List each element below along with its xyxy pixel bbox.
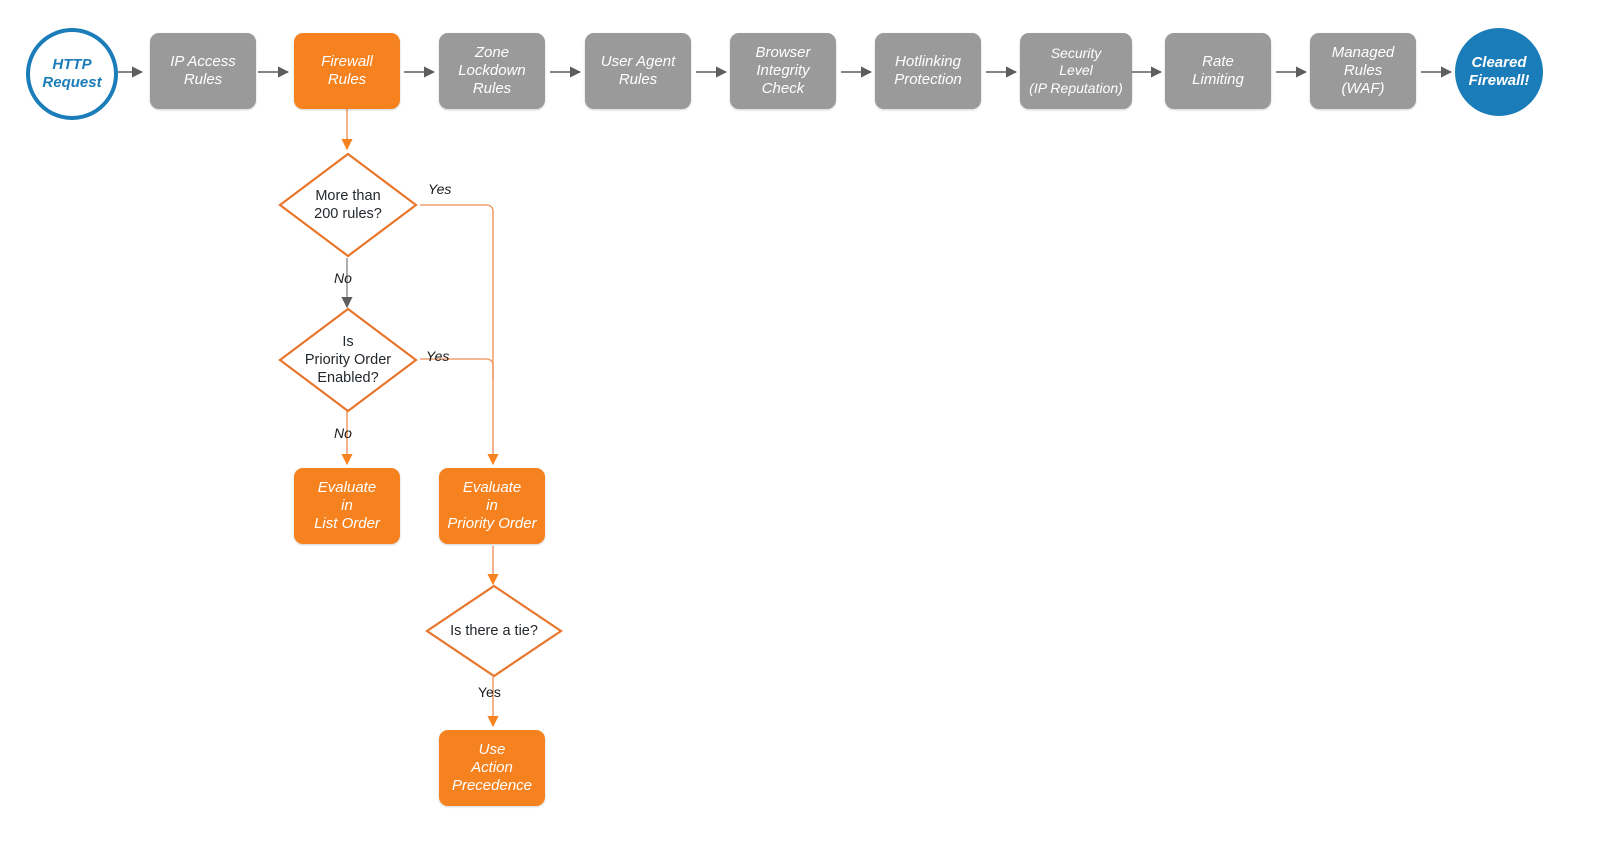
node-browser-integrity-check[interactable]: Browser Integrity Check bbox=[730, 33, 836, 109]
node-rate-limiting[interactable]: Rate Limiting bbox=[1165, 33, 1271, 109]
node-http-request[interactable]: HTTP Request bbox=[26, 28, 118, 120]
node-zone-lockdown-rules[interactable]: Zone Lockdown Rules bbox=[439, 33, 545, 109]
diamond-shape-priority-order-enabled bbox=[278, 307, 418, 413]
node-cleared-firewall[interactable]: Cleared Firewall! bbox=[1455, 28, 1543, 116]
node-managed-rules-waf[interactable]: Managed Rules (WAF) bbox=[1310, 33, 1416, 109]
node-http-request-label: HTTP Request bbox=[42, 55, 102, 91]
node-firewall-rules-label: Firewall Rules bbox=[321, 52, 373, 88]
edge-label-no-priority-order-enabled: No bbox=[334, 425, 352, 441]
decision-is-there-a-tie[interactable]: Is there a tie? bbox=[424, 583, 564, 679]
node-browser-integrity-check-label: Browser Integrity Check bbox=[755, 43, 811, 98]
edge-label-yes-is-there-a-tie: Yes bbox=[478, 684, 501, 700]
diamond-shape-is-there-a-tie bbox=[425, 584, 563, 678]
decision-priority-order-enabled[interactable]: Is Priority Order Enabled? bbox=[277, 306, 419, 414]
node-ip-access-rules-label: IP Access Rules bbox=[170, 52, 236, 88]
node-rate-limiting-label: Rate Limiting bbox=[1192, 52, 1244, 88]
node-zone-lockdown-rules-label: Zone Lockdown Rules bbox=[458, 43, 526, 98]
node-ip-access-rules[interactable]: IP Access Rules bbox=[150, 33, 256, 109]
node-use-action-precedence-label: Use Action Precedence bbox=[451, 740, 533, 795]
edge-label-no-more-than-200-rules: No bbox=[334, 270, 352, 286]
edge-more200-yes-to-spine bbox=[420, 204, 499, 466]
diamond-shape-more-than-200-rules bbox=[278, 152, 418, 258]
node-user-agent-rules-label: User Agent Rules bbox=[600, 52, 676, 88]
node-hotlinking-protection-label: Hotlinking Protection bbox=[894, 52, 962, 88]
node-user-agent-rules[interactable]: User Agent Rules bbox=[585, 33, 691, 109]
node-evaluate-in-list-order-label: Evaluate in List Order bbox=[314, 478, 380, 533]
node-cleared-firewall-label: Cleared Firewall! bbox=[1468, 53, 1530, 89]
node-hotlinking-protection[interactable]: Hotlinking Protection bbox=[875, 33, 981, 109]
edge-label-yes-priority-order-enabled: Yes bbox=[426, 348, 450, 364]
node-evaluate-in-priority-order-label: Evaluate in Priority Order bbox=[447, 478, 537, 533]
node-firewall-rules[interactable]: Firewall Rules bbox=[294, 33, 400, 109]
edge-label-yes-more-than-200-rules: Yes bbox=[428, 181, 452, 197]
node-use-action-precedence[interactable]: Use Action Precedence bbox=[439, 730, 545, 806]
node-managed-rules-waf-label: Managed Rules (WAF) bbox=[1331, 43, 1395, 98]
node-evaluate-in-list-order[interactable]: Evaluate in List Order bbox=[294, 468, 400, 544]
decision-more-than-200-rules[interactable]: More than 200 rules? bbox=[277, 151, 419, 259]
node-security-level[interactable]: Security Level (IP Reputation) bbox=[1020, 33, 1132, 109]
node-evaluate-in-priority-order[interactable]: Evaluate in Priority Order bbox=[439, 468, 545, 544]
node-security-level-label: Security Level (IP Reputation) bbox=[1029, 45, 1123, 96]
